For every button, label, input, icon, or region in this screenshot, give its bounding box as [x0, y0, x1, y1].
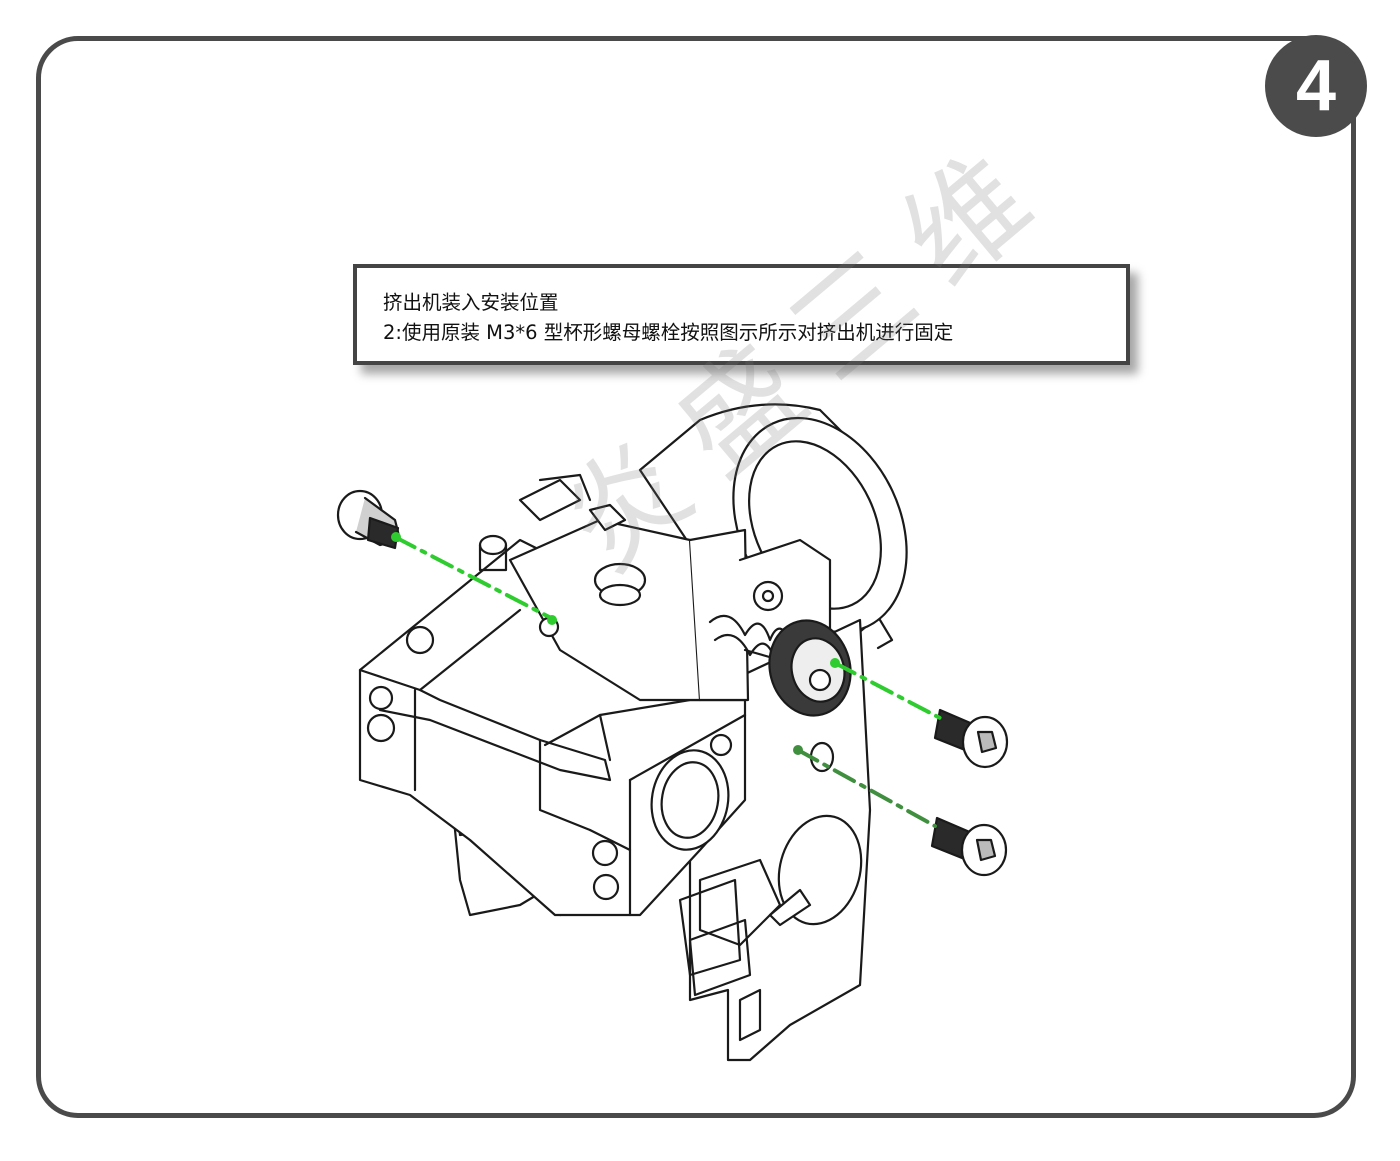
idler-arm: [508, 503, 832, 702]
instruction-box: 挤出机装入安装位置 2:使用原装 M3*6 型杯形螺母螺栓按照图示所示对挤出机进…: [353, 264, 1130, 365]
thumbscrew-knob: [768, 619, 852, 717]
screw-top-left: [336, 489, 402, 550]
guide-line-top: [391, 532, 557, 625]
instruction-line-1: 挤出机装入安装位置: [383, 291, 559, 314]
instruction-line-2: 2:使用原装 M3*6 型杯形螺母螺栓按照图示所示对挤出机进行固定: [383, 321, 954, 344]
screw-right-upper: [933, 708, 1009, 769]
step-number-badge: 4: [1265, 35, 1367, 137]
guide-line-right-lower: [793, 745, 937, 828]
screw-right-lower: [930, 816, 1008, 877]
guide-line-right-upper: [830, 658, 942, 720]
